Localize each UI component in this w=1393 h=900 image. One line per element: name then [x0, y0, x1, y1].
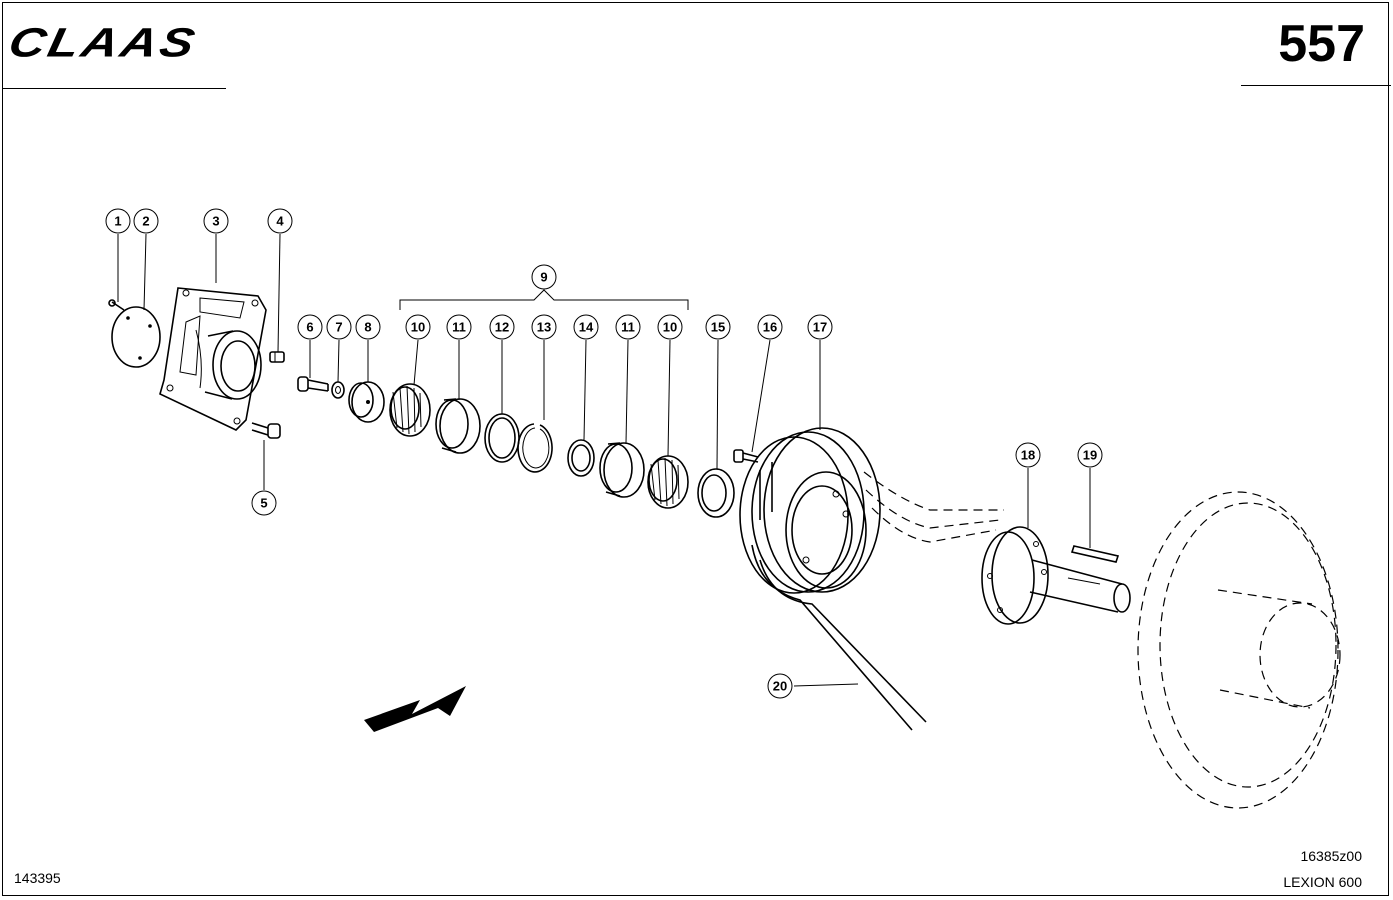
phantom-drum — [1137, 491, 1341, 809]
footer-part-code: 143395 — [14, 870, 61, 886]
callout-17: 17 — [807, 314, 833, 340]
svg-text:13: 13 — [537, 320, 551, 335]
callout-1: 1 — [105, 208, 131, 234]
svg-text:11: 11 — [452, 320, 466, 335]
part-screw-16 — [733, 449, 759, 463]
callout-5: 5 — [251, 490, 277, 516]
part-vbelt-20 — [751, 471, 1004, 731]
callout-10b: 10 — [657, 314, 683, 340]
part-key-19 — [1070, 545, 1120, 563]
part-flange-shaft-18 — [981, 526, 1131, 625]
part-seal-15 — [697, 468, 735, 518]
direction-arrow — [364, 686, 466, 732]
part-bolt-6 — [297, 376, 329, 392]
svg-text:2: 2 — [142, 214, 149, 229]
part-roller-bearing-10b — [647, 455, 689, 509]
svg-text:20: 20 — [773, 679, 787, 694]
callout-20: 20 — [767, 673, 793, 699]
svg-text:14: 14 — [579, 320, 594, 335]
part-nipple-4 — [269, 351, 285, 363]
svg-text:3: 3 — [212, 214, 219, 229]
callout-13: 13 — [531, 314, 557, 340]
page-number: 557 — [1278, 15, 1365, 73]
callout-3: 3 — [203, 208, 229, 234]
callout-4: 4 — [267, 208, 293, 234]
svg-text:7: 7 — [335, 320, 342, 335]
svg-text:10: 10 — [663, 320, 677, 335]
part-ring-14 — [567, 439, 595, 477]
leader-lines — [117, 233, 1091, 687]
callout-16: 16 — [757, 314, 783, 340]
svg-text:18: 18 — [1021, 448, 1035, 463]
svg-text:12: 12 — [495, 320, 509, 335]
callout-6: 6 — [297, 314, 323, 340]
part-pulley-17 — [739, 427, 881, 594]
svg-text:1: 1 — [114, 214, 121, 229]
svg-text:11: 11 — [621, 320, 635, 335]
callout-11b: 11 — [615, 314, 641, 340]
svg-text:6: 6 — [306, 320, 313, 335]
part-screw-1 — [108, 299, 125, 311]
footer-model: LEXION 600 — [1283, 874, 1362, 890]
svg-text:19: 19 — [1083, 448, 1097, 463]
svg-text:17: 17 — [813, 320, 827, 335]
callout-12: 12 — [489, 314, 515, 340]
part-bearing-housing-3 — [159, 287, 267, 431]
part-bearing-cup-11b — [599, 442, 645, 498]
callout-18: 18 — [1015, 442, 1041, 468]
callout-19: 19 — [1077, 442, 1103, 468]
callout-2: 2 — [133, 208, 159, 234]
callout-15: 15 — [705, 314, 731, 340]
callout-8: 8 — [355, 314, 381, 340]
part-bolt-5 — [251, 422, 281, 439]
svg-text:16: 16 — [763, 320, 777, 335]
footer-drawing-code: 16385z00 — [1300, 848, 1362, 864]
svg-text:8: 8 — [364, 320, 371, 335]
part-disc-8 — [348, 381, 385, 423]
header-rule-right — [1241, 85, 1391, 86]
svg-text:15: 15 — [711, 320, 725, 335]
svg-text:4: 4 — [276, 214, 284, 229]
callout-11a: 11 — [446, 314, 472, 340]
callout-10a: 10 — [405, 314, 431, 340]
part-washer-7 — [331, 381, 345, 399]
part-ring-12 — [484, 413, 520, 463]
part-snap-ring-13 — [517, 423, 553, 473]
part-cover-disc-2 — [111, 306, 161, 368]
svg-text:9: 9 — [540, 270, 547, 285]
callout-14: 14 — [573, 314, 599, 340]
svg-text:5: 5 — [260, 496, 267, 511]
header-rule-left — [2, 88, 226, 89]
svg-text:10: 10 — [411, 320, 425, 335]
callouts: 1 2 3 4 5 6 7 8 9 10 11 12 13 14 11 10 1… — [105, 208, 1103, 699]
part-bearing-cup-11a — [435, 398, 481, 454]
callout-7: 7 — [326, 314, 352, 340]
callout-9: 9 — [531, 264, 557, 290]
part-roller-bearing-10a — [389, 383, 431, 437]
